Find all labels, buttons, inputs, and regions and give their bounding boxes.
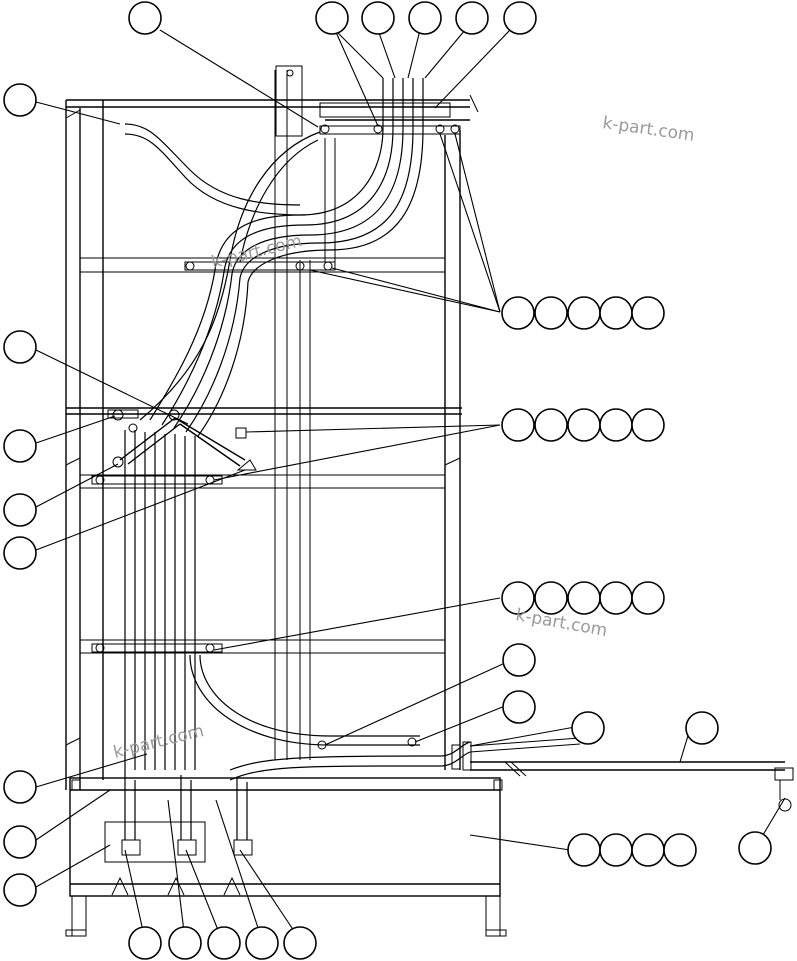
watermark: k-part.com xyxy=(209,231,304,273)
callout-circle xyxy=(3,429,37,463)
callout-circle xyxy=(567,581,601,615)
callout-circle xyxy=(207,926,241,960)
callout-circle xyxy=(567,296,601,330)
callouts xyxy=(3,1,772,960)
callout-circle xyxy=(685,711,719,745)
callout-circle xyxy=(534,408,568,442)
callout-circle xyxy=(361,1,395,35)
watermark: k-part.com xyxy=(601,113,695,146)
callout-circle xyxy=(534,296,568,330)
callout-circle xyxy=(455,1,489,35)
callout-circle xyxy=(631,833,665,867)
callout-circle xyxy=(283,926,317,960)
callout-circle xyxy=(631,296,665,330)
lower-pan xyxy=(65,770,507,937)
callout-circle xyxy=(3,330,37,364)
callout-circle xyxy=(128,1,162,35)
leader-lines xyxy=(35,29,786,941)
callout-circle xyxy=(599,296,633,330)
callout-circle xyxy=(534,581,568,615)
callout-circle xyxy=(502,643,536,677)
callout-circle xyxy=(3,83,37,117)
callout-circle xyxy=(501,408,535,442)
callout-circle xyxy=(663,833,697,867)
callout-circle xyxy=(3,536,37,570)
callout-circle xyxy=(3,873,37,907)
callout-circle xyxy=(567,408,601,442)
callout-circle xyxy=(501,581,535,615)
callout-circle xyxy=(599,833,633,867)
callout-circle xyxy=(631,581,665,615)
pan-valves xyxy=(111,839,253,896)
callout-circle xyxy=(168,926,202,960)
callout-circle xyxy=(599,581,633,615)
callout-circle xyxy=(567,833,601,867)
callout-circle xyxy=(738,831,772,865)
callout-circle xyxy=(315,1,349,35)
hose-bundle xyxy=(124,78,794,812)
callout-circle xyxy=(599,408,633,442)
callout-circle xyxy=(503,1,537,35)
callout-circle xyxy=(3,770,37,804)
mid-bracket-assembly xyxy=(107,409,257,471)
callout-circle xyxy=(128,926,162,960)
callout-circle xyxy=(631,408,665,442)
callout-circle xyxy=(3,493,37,527)
callout-circle xyxy=(245,926,279,960)
callout-circle xyxy=(408,1,442,35)
callout-circle xyxy=(502,690,536,724)
callout-circle xyxy=(501,296,535,330)
frame xyxy=(65,65,479,790)
callout-circle xyxy=(571,711,605,745)
callout-circle xyxy=(3,825,37,859)
